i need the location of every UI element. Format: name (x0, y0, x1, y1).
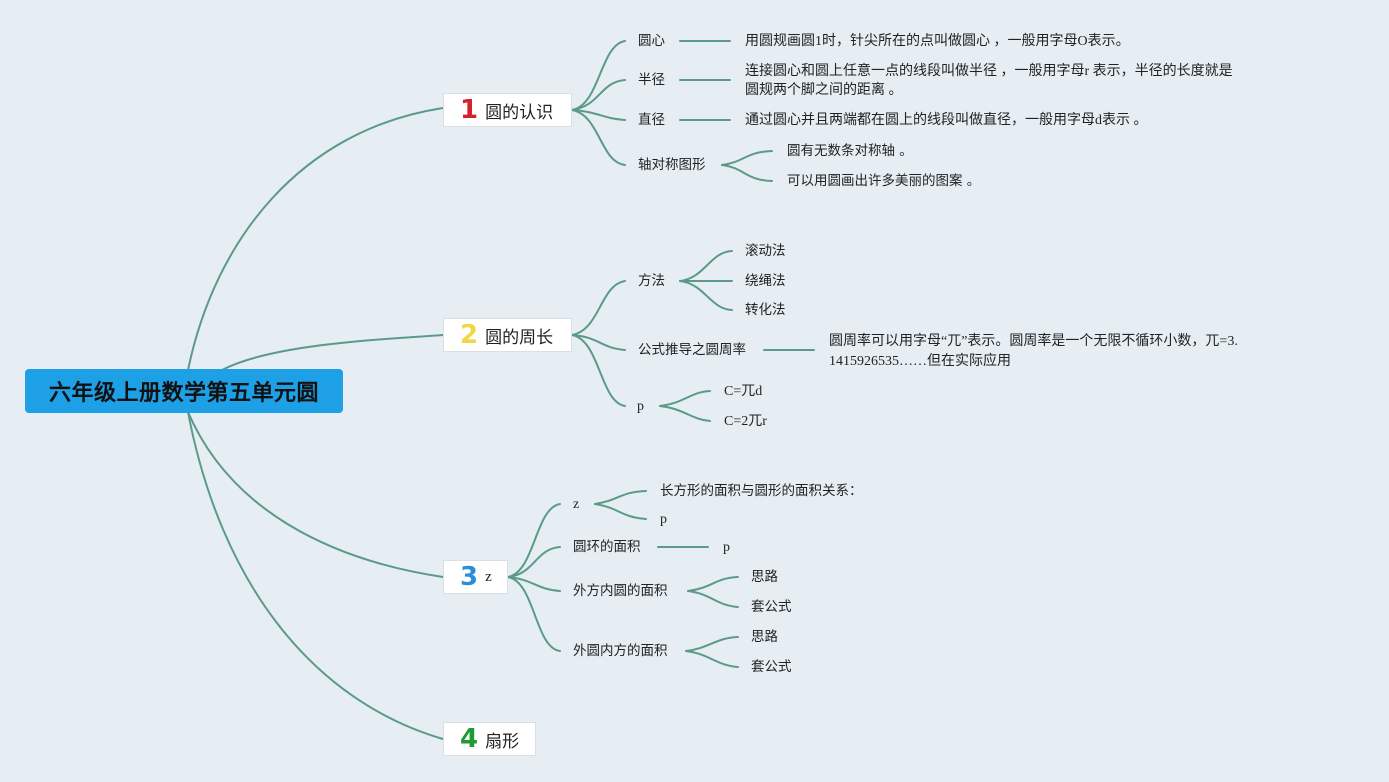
item-approach-2[interactable]: 思路 (751, 629, 778, 645)
item-p[interactable]: p (660, 512, 667, 527)
desc-pi-line2[interactable]: 1415926535……但在实际应用 (829, 354, 1011, 369)
desc-pi-line1[interactable]: 圆周率可以用字母“兀”表示。圆周率是一个无限不循环小数，兀=3. (829, 334, 1238, 349)
branch-label: 圆的认识 (485, 102, 554, 123)
number-badge-2: 2 (460, 320, 479, 350)
item-transform[interactable]: 转化法 (745, 302, 786, 318)
item-rect-circle-relation[interactable]: 长方形的面积与圆形的面积关系： (660, 483, 863, 499)
desc-ring-p[interactable]: p (723, 540, 730, 555)
branch-label: z (485, 568, 492, 585)
topic-pi-derivation[interactable]: 公式推导之圆周率 (638, 342, 746, 358)
link-root-b2 (221, 334, 444, 371)
topic-axisymmetric[interactable]: 轴对称图形 (638, 157, 706, 173)
topic-diameter[interactable]: 直径 (638, 112, 665, 128)
branch-z[interactable]: 3 z (443, 560, 508, 594)
link-root-b3 (187, 411, 444, 578)
formula-c-2pi-r[interactable]: C=2兀r (724, 414, 767, 429)
topic-radius[interactable]: 半径 (638, 72, 665, 88)
number-badge-1: 1 (460, 95, 479, 125)
topic-center[interactable]: 圆心 (638, 33, 665, 49)
item-rolling[interactable]: 滚动法 (745, 243, 786, 259)
desc-center[interactable]: 用圆规画圆1时，针尖所在的点叫做圆心 ，一般用字母O表示。 (745, 34, 1130, 49)
number-badge-4: 4 (460, 724, 479, 754)
item-pattern[interactable]: 可以用圆画出许多美丽的图案 。 (787, 173, 981, 189)
item-approach-1[interactable]: 思路 (751, 569, 778, 585)
topic-method[interactable]: 方法 (638, 273, 665, 289)
branch-sector[interactable]: 4 扇形 (443, 722, 536, 756)
number-badge-3: 3 (460, 562, 479, 592)
link-root-b1 (187, 107, 444, 371)
item-rope[interactable]: 绕绳法 (745, 273, 786, 289)
link-root-b4 (187, 411, 444, 740)
item-formula-2[interactable]: 套公式 (751, 659, 792, 675)
topic-outer-circle-inner-square[interactable]: 外圆内方的面积 (573, 643, 668, 659)
branch-label: 扇形 (485, 731, 520, 752)
topic-p[interactable]: p (637, 399, 644, 414)
branch-circle-recognition[interactable]: 1 圆的认识 (443, 93, 572, 127)
desc-diameter[interactable]: 通过圆心并且两端都在圆上的线段叫做直径，一般用字母d表示 。 (745, 113, 1148, 128)
branch-circumference[interactable]: 2 圆的周长 (443, 318, 572, 352)
item-formula-1[interactable]: 套公式 (751, 599, 792, 615)
formula-c-pi-d[interactable]: C=兀d (724, 384, 763, 399)
topic-z[interactable]: z (573, 497, 580, 512)
topic-ring-area[interactable]: 圆环的面积 (573, 539, 641, 555)
branch-label: 圆的周长 (485, 327, 554, 348)
root-topic[interactable]: 六年级上册数学第五单元圆 (25, 369, 343, 413)
item-axis-infinite[interactable]: 圆有无数条对称轴 。 (787, 143, 913, 159)
topic-outer-square-inner-circle[interactable]: 外方内圆的面积 (573, 583, 668, 599)
desc-radius[interactable]: 连接圆心和圆上任意一点的线段叫做半径 ，一般用字母r 表示，半径的长度就是圆规两… (745, 64, 1233, 98)
